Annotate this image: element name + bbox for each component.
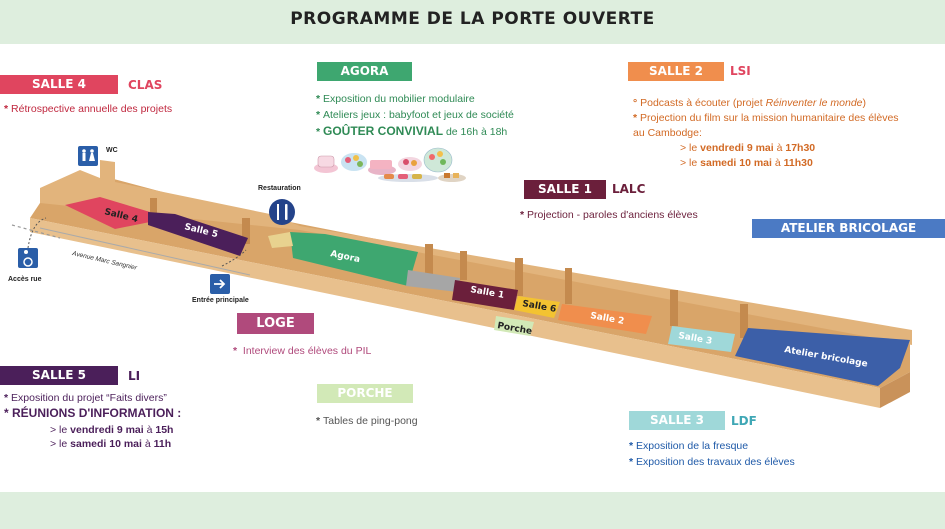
path-entree xyxy=(221,249,247,267)
room-salle2 xyxy=(558,304,652,334)
room-atelier xyxy=(735,328,910,386)
room-salle6 xyxy=(514,296,560,318)
salle3-badge: SALLE 3 xyxy=(629,411,725,430)
salle4-item: * Rétrospective annuelle des projets xyxy=(4,103,173,115)
bullet-star-icon: * xyxy=(316,415,324,427)
salle2-badge: SALLE 2 xyxy=(628,62,724,81)
header-band xyxy=(0,0,945,44)
salle1-item: * Projection - paroles d'anciens élèves xyxy=(520,209,698,221)
salle1-badge: SALLE 1 xyxy=(524,180,606,199)
restaurant-icon xyxy=(269,199,295,225)
footer-band xyxy=(0,492,945,529)
building-front-wall xyxy=(30,218,880,408)
room-entry-beige xyxy=(268,232,293,248)
salle2-tag: LSI xyxy=(730,64,751,78)
salle5-item: * Exposition du projet “Faits divers” xyxy=(4,392,167,404)
bullet-star-icon: ° xyxy=(633,97,641,109)
map-restauration-label: Restauration xyxy=(258,185,301,192)
bullet-star-icon: * xyxy=(233,345,243,357)
salle5-tag: LI xyxy=(128,369,141,383)
room-salle3 xyxy=(668,326,735,352)
bullet-star-icon: * xyxy=(633,112,641,124)
salle5-session-2: > le samedi 10 mai à 11h xyxy=(50,438,172,450)
salle3-tag: LDF xyxy=(731,414,757,428)
bullet-star-icon: * xyxy=(520,209,528,221)
map-avenue-label: Avenue Marc Sangnier xyxy=(71,250,139,272)
accessibility-icon xyxy=(18,248,38,268)
bullet-star-icon: * xyxy=(316,109,324,121)
room-salle4 xyxy=(65,197,150,229)
loge-item: * Interview des élèves du PIL xyxy=(233,345,372,357)
map-acces-label: Accès rue xyxy=(8,276,42,283)
salle4-tag: CLAS xyxy=(128,78,163,92)
salle2-podcast: ° Podcasts à écouter (projet Réinventer … xyxy=(633,97,866,109)
agora-item-2: * Ateliers jeux : babyfoot et jeux de so… xyxy=(316,109,514,121)
salle2-session-1: > le vendredi 9 mai à 17h30 xyxy=(680,142,816,154)
salle5-reunions: * RÉUNIONS D'INFORMATION : xyxy=(4,406,182,420)
salle3-item-2: * Exposition des travaux des élèves xyxy=(629,456,795,468)
salle1-tag: LALC xyxy=(612,182,646,196)
porche-badge: PORCHE xyxy=(317,384,413,403)
room-agora xyxy=(290,232,418,286)
food-illustration xyxy=(314,147,466,182)
bullet-star-icon: * xyxy=(4,406,13,420)
salle2-projection: * Projection du film sur la mission huma… xyxy=(633,112,899,124)
atelier-badge: ATELIER BRICOLAGE xyxy=(752,219,945,238)
page-title: PROGRAMME DE LA PORTE OUVERTE xyxy=(290,9,655,29)
salle5-session-1: > le vendredi 9 mai à 15h xyxy=(50,424,174,436)
path-acces xyxy=(27,217,47,249)
agora-gouter: * GOÛTER CONVIVIAL de 16h à 18h xyxy=(316,124,508,138)
room-porche xyxy=(494,316,534,336)
loge-badge: LOGE xyxy=(237,313,314,334)
salle5-badge: SALLE 5 xyxy=(0,366,118,385)
map-entree-label: Entrée principale xyxy=(192,297,249,304)
salle4-badge: SALLE 4 xyxy=(0,75,118,94)
bullet-star-icon: * xyxy=(316,126,324,138)
agora-badge: AGORA xyxy=(317,62,412,81)
bullet-star-icon: * xyxy=(316,93,324,105)
bullet-star-icon: * xyxy=(629,456,637,468)
room-salle1 xyxy=(452,280,518,310)
porche-item: * Tables de ping-pong xyxy=(316,415,418,427)
road-dash xyxy=(11,224,61,239)
building-end-wall xyxy=(880,372,910,408)
building-back-wall xyxy=(40,160,912,345)
bullet-star-icon: * xyxy=(4,392,12,404)
salle2-projection-cont: au Cambodge: xyxy=(633,127,702,139)
floor-plan: Salle 4 Salle 5 Agora Salle 1 Salle 6 Po… xyxy=(8,146,912,408)
room-grey xyxy=(406,270,460,292)
bullet-star-icon: * xyxy=(4,103,12,115)
salle3-item-1: * Exposition de la fresque xyxy=(629,440,749,452)
agora-item-1: * Exposition du mobilier modulaire xyxy=(316,93,475,105)
road-line xyxy=(39,227,251,276)
salle2-session-2: > le samedi 10 mai à 11h30 xyxy=(680,157,813,169)
partition-walls xyxy=(150,198,748,338)
bullet-star-icon: * xyxy=(629,440,637,452)
entrance-icon xyxy=(210,274,230,294)
map-wc-label: WC xyxy=(106,147,118,154)
wc-icon xyxy=(78,146,98,166)
room-salle5 xyxy=(148,212,248,256)
